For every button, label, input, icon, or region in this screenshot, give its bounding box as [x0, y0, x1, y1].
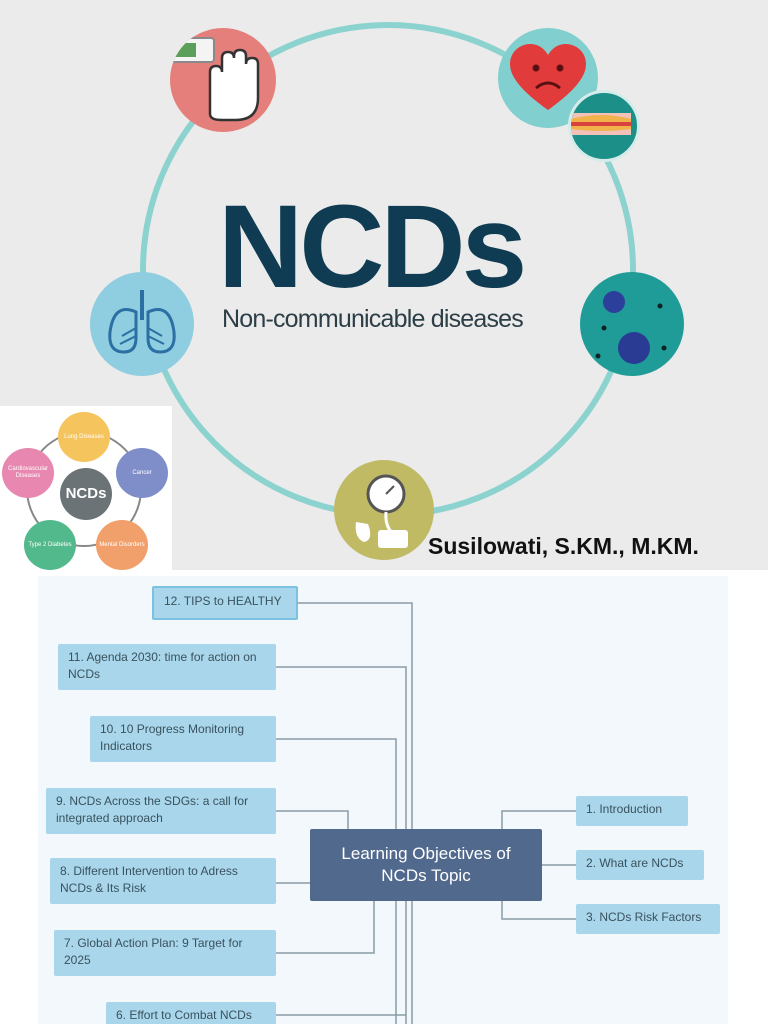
learning-objectives-mindmap: Learning Objectives of NCDs Topic 1. Int…: [38, 576, 728, 1024]
objective-7[interactable]: 7. Global Action Plan: 9 Target for 2025: [54, 930, 276, 976]
objective-10[interactable]: 10. 10 Progress Monitoring Indicators: [90, 716, 276, 762]
author-name: Susilowati, S.KM., M.KM.: [428, 533, 699, 559]
objective-9[interactable]: 9. NCDs Across the SDGs: a call for inte…: [46, 788, 276, 834]
blood-pressure-gauge-icon: [334, 460, 434, 560]
objective-8[interactable]: 8. Different Intervention to Adress NCDs…: [50, 858, 276, 904]
cluster-type2-diabetes: Type 2 Diabetes: [24, 520, 76, 570]
objective-12[interactable]: 12. TIPS to HEALTHY: [152, 586, 298, 620]
sad-heart-icon: [498, 28, 598, 128]
objective-6[interactable]: 6. Effort to Combat NCDs: [106, 1002, 276, 1024]
cluster-cancer: Cancer: [116, 448, 168, 498]
cluster-lung-diseases: Lung Diseases: [58, 412, 110, 462]
mindmap-center-node[interactable]: Learning Objectives of NCDs Topic: [310, 829, 542, 901]
lungs-icon: [90, 272, 194, 376]
artery-icon: [568, 90, 640, 162]
cluster-mental-disorders: Mental Disorders: [96, 520, 148, 570]
objective-1[interactable]: 1. Introduction: [576, 796, 688, 826]
banner-title: NCDs: [218, 181, 527, 313]
cluster-cardiovascular: Cardiovascular Diseases: [2, 448, 54, 498]
objective-11[interactable]: 11. Agenda 2030: time for action on NCDs: [58, 644, 276, 690]
cluster-center: NCDs: [60, 468, 112, 520]
objective-3[interactable]: 3. NCDs Risk Factors: [576, 904, 720, 934]
cancer-cells-icon: [580, 272, 684, 376]
banner-subtitle: Non-communicable diseases: [222, 305, 524, 333]
stop-hand-icon: [170, 28, 276, 132]
ncd-cluster-diagram: Lung Diseases Cancer Mental Disorders Ty…: [0, 406, 172, 570]
objective-2[interactable]: 2. What are NCDs: [576, 850, 704, 880]
